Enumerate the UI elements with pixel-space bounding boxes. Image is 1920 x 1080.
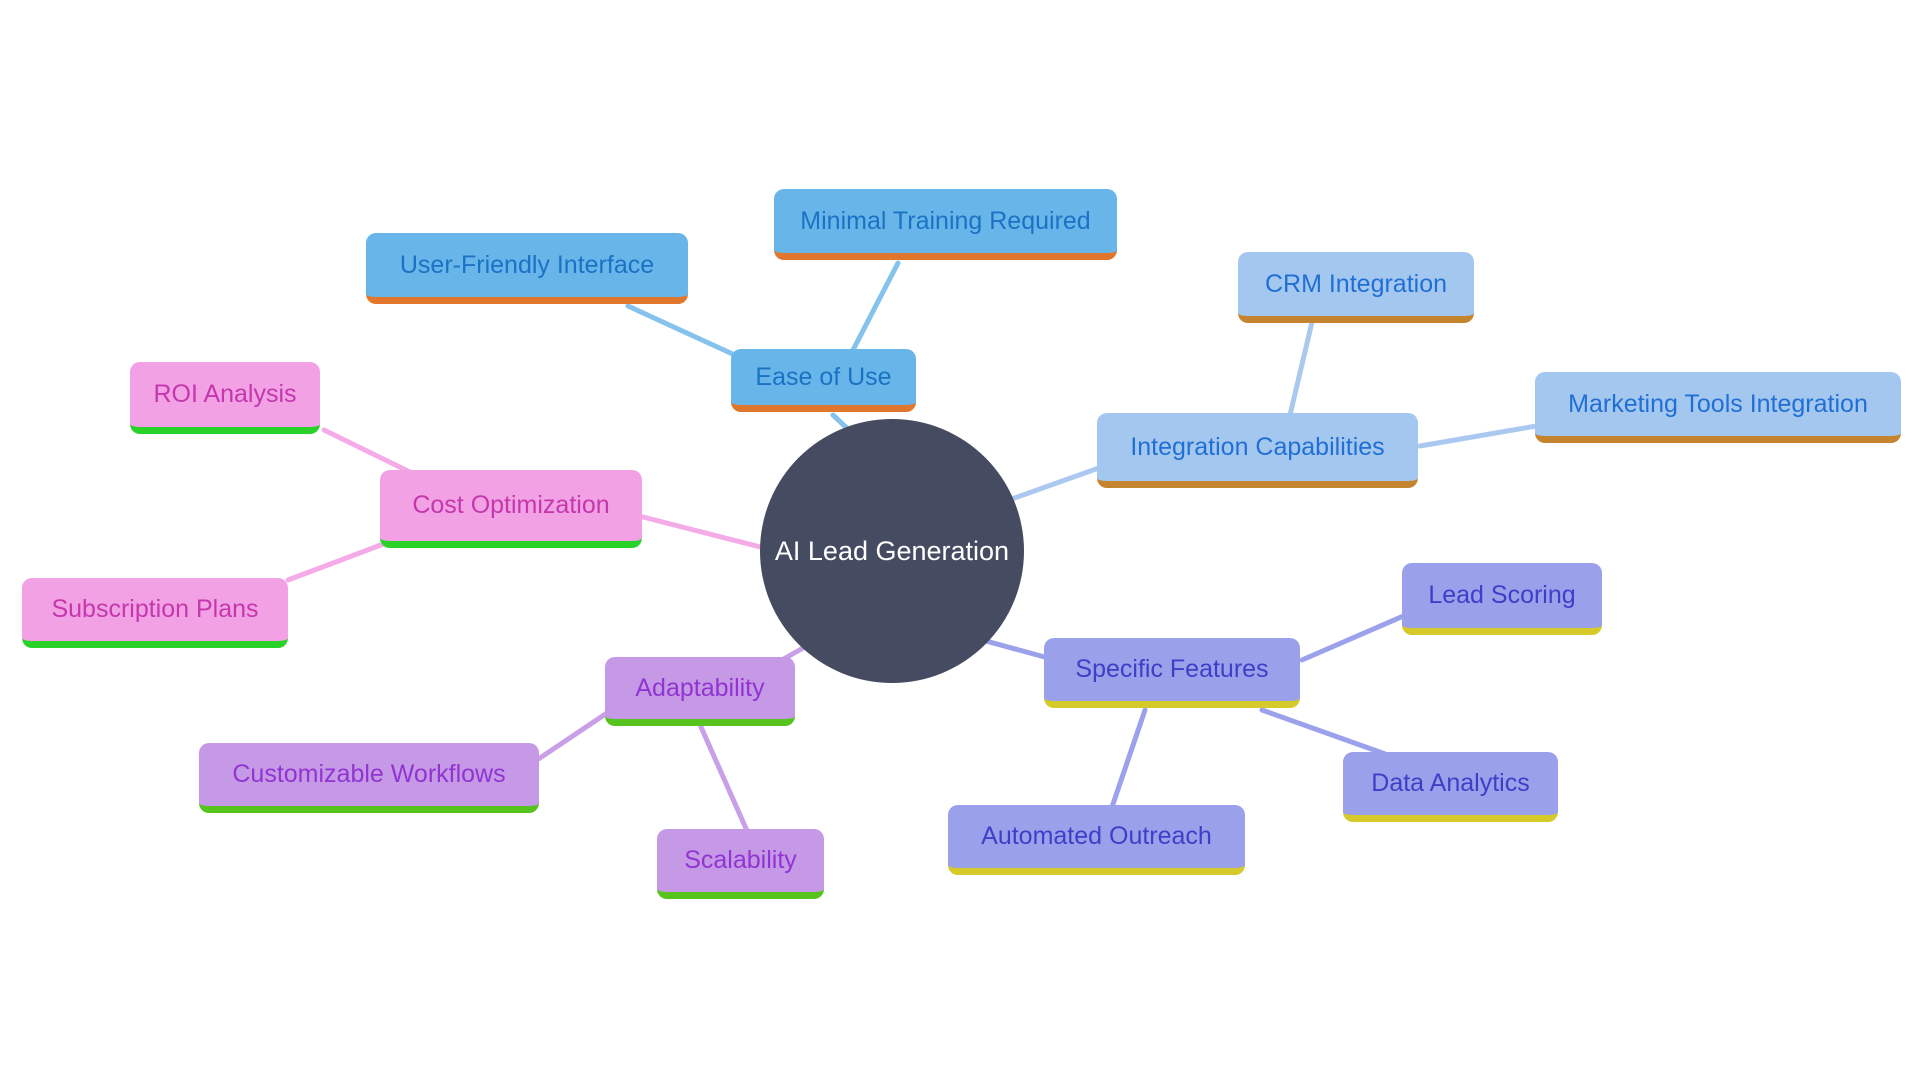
node-center-ai-lead-generation[interactable]: AI Lead Generation <box>760 419 1024 683</box>
node-specific-features[interactable]: Specific Features <box>1044 638 1300 708</box>
node-label: User-Friendly Interface <box>399 250 655 279</box>
node-label: Scalability <box>684 846 797 874</box>
node-integration-capabilities[interactable]: Integration Capabilities <box>1097 413 1418 488</box>
node-label: Minimal Training Required <box>800 206 1091 235</box>
node-label: Data Analytics <box>1371 769 1530 797</box>
connector-center-cost-optimization <box>640 514 783 555</box>
node-label: Automated Outreach <box>981 822 1212 850</box>
node-ease-of-use[interactable]: Ease of Use <box>731 349 916 412</box>
node-cost-optimization[interactable]: Cost Optimization <box>380 470 642 548</box>
node-label: Specific Features <box>1075 655 1269 683</box>
connector-specific-features-data-analytics <box>1259 707 1405 763</box>
node-label: ROI Analysis <box>153 380 297 408</box>
node-label: Subscription Plans <box>51 595 259 623</box>
connector-minimal-training-required-ease-of-use <box>849 260 901 355</box>
node-label: Cost Optimization <box>412 491 610 519</box>
connector-cost-optimization-roi-analysis <box>321 427 417 477</box>
connector-user-friendly-interface-ease-of-use <box>625 303 753 365</box>
connector-integration-capabilities-marketing-tools-integration <box>1417 421 1551 449</box>
node-crm-integration[interactable]: CRM Integration <box>1238 252 1474 323</box>
connector-adaptability-scalability <box>698 724 751 836</box>
connector-center-integration-capabilities <box>992 461 1113 508</box>
connector-specific-features-automated-outreach <box>1109 707 1148 810</box>
node-lead-scoring[interactable]: Lead Scoring <box>1402 563 1602 635</box>
node-label: Adaptability <box>635 673 765 702</box>
node-label: CRM Integration <box>1264 269 1448 298</box>
connector-adaptability-customizable-workflows <box>525 710 610 769</box>
node-subscription-plans[interactable]: Subscription Plans <box>22 578 288 648</box>
node-minimal-training-required[interactable]: Minimal Training Required <box>774 189 1117 260</box>
node-label: Lead Scoring <box>1428 581 1576 609</box>
node-label: Marketing Tools Integration <box>1568 389 1868 418</box>
connector-crm-integration-integration-capabilities <box>1287 319 1315 418</box>
node-label: Ease of Use <box>755 362 892 391</box>
node-data-analytics[interactable]: Data Analytics <box>1343 752 1558 822</box>
node-automated-outreach[interactable]: Automated Outreach <box>948 805 1245 875</box>
node-customizable-workflows[interactable]: Customizable Workflows <box>199 743 539 813</box>
connector-specific-features-lead-scoring <box>1299 611 1411 663</box>
node-roi-analysis[interactable]: ROI Analysis <box>130 362 320 434</box>
center-node-label: AI Lead Generation <box>774 535 1010 566</box>
node-label: Integration Capabilities <box>1130 432 1385 461</box>
node-user-friendly-interface[interactable]: User-Friendly Interface <box>366 233 688 304</box>
connector-cost-optimization-subscription-plans <box>285 537 397 583</box>
node-label: Customizable Workflows <box>232 760 506 788</box>
node-scalability[interactable]: Scalability <box>657 829 824 899</box>
node-marketing-tools-integration[interactable]: Marketing Tools Integration <box>1535 372 1901 443</box>
node-adaptability[interactable]: Adaptability <box>605 657 795 726</box>
